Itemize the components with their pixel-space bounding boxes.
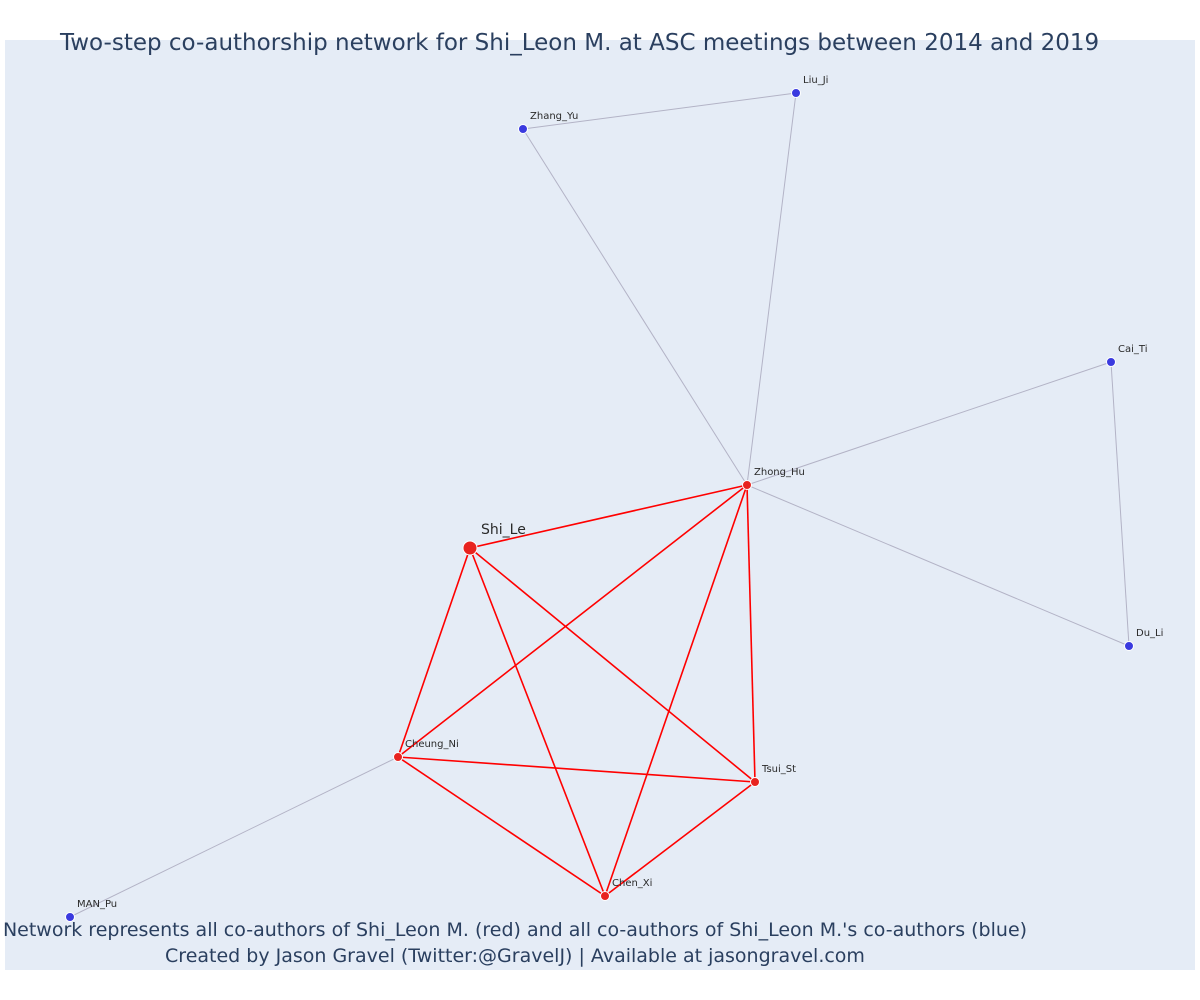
- edge-zhong_hu-cai_ti: [746, 361, 1112, 486]
- caption-credit: Created by Jason Gravel (Twitter:@Gravel…: [165, 945, 865, 967]
- node-label-shi_le: Shi_Le: [481, 522, 526, 538]
- edge-zhong_hu-cheung_ni: [397, 484, 748, 758]
- node-label-du_li: Du_Li: [1136, 628, 1163, 639]
- node-label-zhong_hu: Zhong_Hu: [754, 467, 805, 478]
- node-cheung_ni[interactable]: [393, 752, 403, 762]
- nodes-layer: [65, 88, 1134, 922]
- edge-tsui_st-chen_xi: [604, 781, 756, 897]
- edge-zhong_hu-liu_ji: [746, 92, 797, 486]
- node-zhang_yu[interactable]: [518, 124, 528, 134]
- edge-shi_le-zhong_hu: [469, 484, 748, 549]
- edge-cheung_ni-man_pu: [69, 756, 399, 918]
- edge-zhong_hu-chen_xi: [604, 484, 748, 897]
- node-label-cheung_ni: Cheung_Ni: [405, 739, 459, 750]
- edge-cheung_ni-tsui_st: [397, 756, 756, 783]
- chart-title: Two-step co-authorship network for Shi_L…: [60, 30, 1100, 56]
- edge-cheung_ni-chen_xi: [397, 756, 606, 897]
- edge-zhong_hu-zhang_yu: [522, 128, 748, 486]
- node-label-cai_ti: Cai_Ti: [1118, 344, 1147, 355]
- node-liu_ji[interactable]: [791, 88, 801, 98]
- node-label-tsui_st: Tsui_St: [761, 764, 796, 775]
- edge-shi_le-chen_xi: [469, 547, 606, 897]
- node-chen_xi[interactable]: [600, 891, 610, 901]
- node-man_pu[interactable]: [65, 912, 75, 922]
- edges-layer: [69, 92, 1130, 918]
- edge-cai_ti-du_li: [1110, 361, 1130, 647]
- edge-zhong_hu-tsui_st: [746, 484, 756, 783]
- edge-zhang_yu-liu_ji: [522, 92, 797, 130]
- edge-shi_le-tsui_st: [469, 547, 756, 783]
- node-label-liu_ji: Liu_Ji: [803, 75, 828, 86]
- node-zhong_hu[interactable]: [742, 480, 752, 490]
- node-label-zhang_yu: Zhang_Yu: [530, 111, 578, 122]
- edge-shi_le-cheung_ni: [397, 547, 471, 758]
- node-du_li[interactable]: [1124, 641, 1134, 651]
- node-cai_ti[interactable]: [1106, 357, 1116, 367]
- plot-area: [5, 40, 1195, 970]
- node-label-chen_xi: Chen_Xi: [612, 878, 652, 889]
- node-shi_le[interactable]: [462, 540, 478, 556]
- edge-zhong_hu-du_li: [746, 484, 1130, 647]
- caption-legend-note: Network represents all co-authors of Shi…: [2, 919, 1028, 941]
- node-tsui_st[interactable]: [750, 777, 760, 787]
- node-label-man_pu: MAN_Pu: [77, 899, 117, 910]
